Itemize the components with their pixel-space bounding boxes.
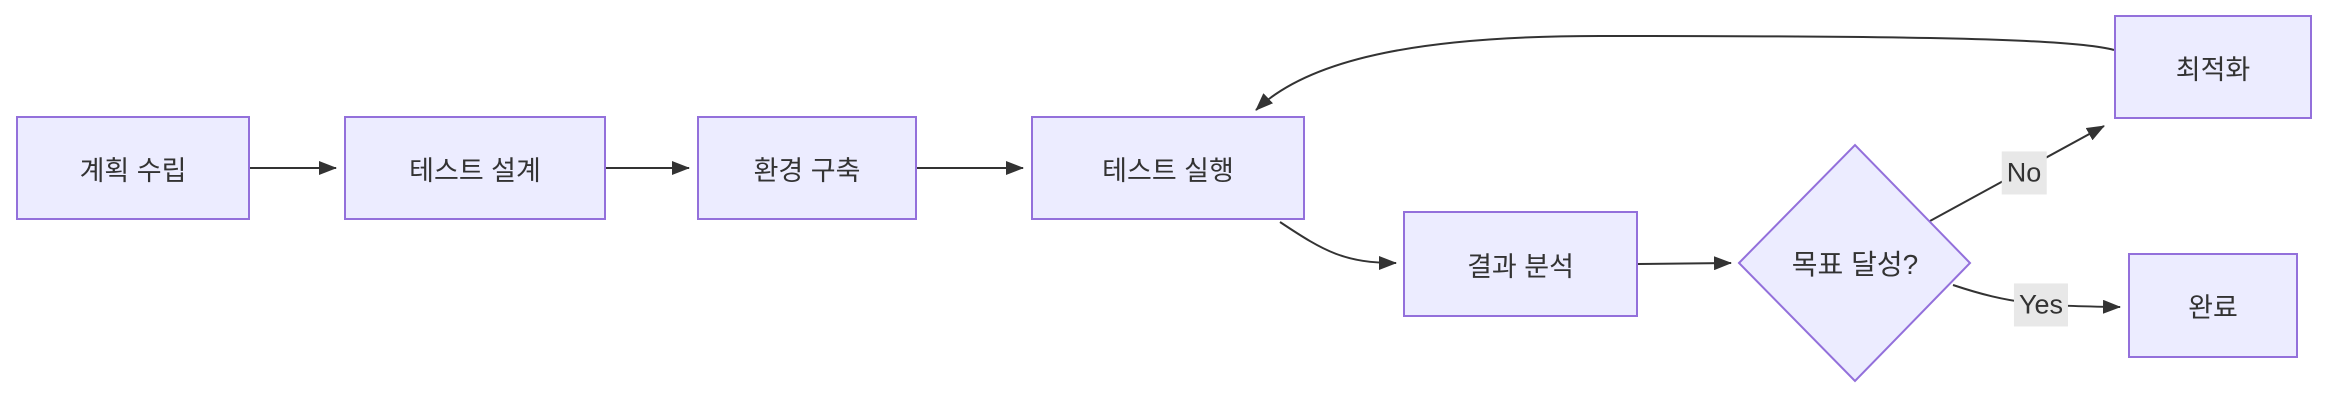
node-done: 완료 — [2128, 253, 2298, 358]
node-test-run: 테스트 실행 — [1031, 116, 1305, 220]
node-env-build: 환경 구축 — [697, 116, 917, 220]
decision-goal-achieved-label: 목표 달성? — [1791, 249, 1919, 280]
edge-label-yes: Yes — [2013, 283, 2069, 327]
decision-diamond-shape — [1737, 143, 1972, 383]
edge-label-no: No — [2001, 151, 2047, 195]
node-test-design: 테스트 설계 — [344, 116, 606, 220]
edge-optimize-loop-to-run — [1255, 34, 2115, 111]
edge-analysis-to-decision — [1637, 256, 1732, 271]
edge-run-to-analysis — [1279, 221, 1397, 270]
node-plan: 계획 수립 — [16, 116, 250, 220]
node-optimize: 최적화 — [2114, 15, 2312, 119]
node-result-analysis: 결과 분석 — [1403, 211, 1638, 317]
